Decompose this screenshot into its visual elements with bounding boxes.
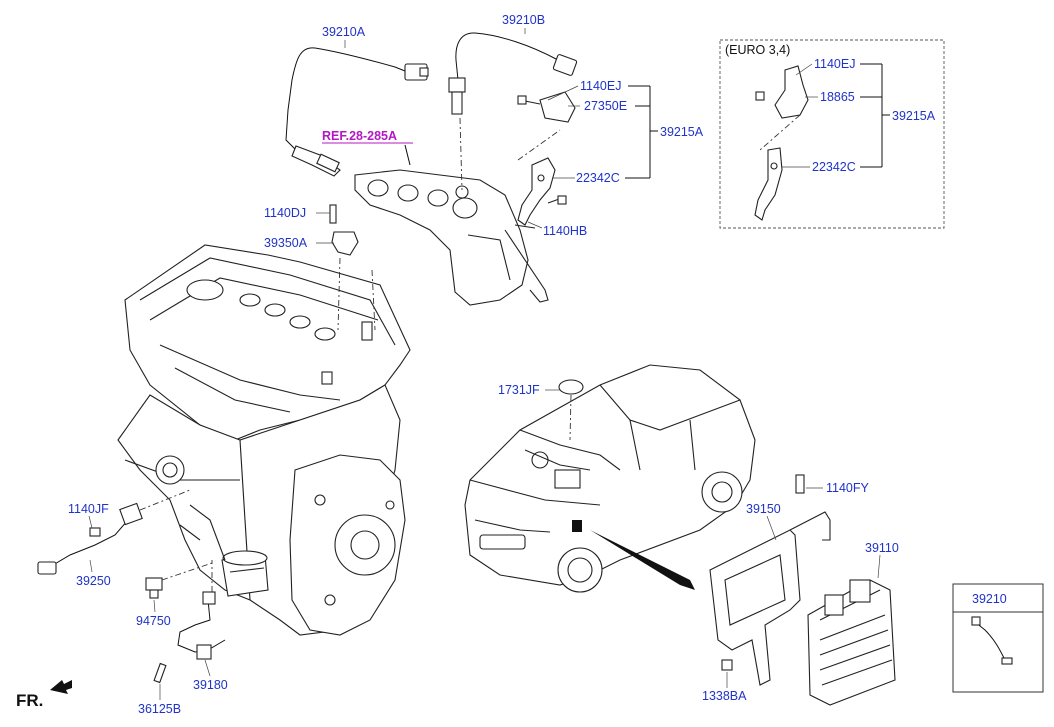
label-39180[interactable]: 39180	[193, 678, 228, 692]
map-sensor-39350a-drawing	[329, 204, 376, 331]
crank-sensor-39180-drawing	[177, 560, 226, 660]
label-39210b[interactable]: 39210B	[502, 13, 545, 27]
leader-lines	[88, 28, 890, 700]
front-view-label: FR.	[16, 691, 43, 710]
label-39215a[interactable]: 39215A	[660, 125, 704, 139]
oxygen-sensor-39210b-drawing	[448, 32, 578, 191]
bracket-27350e-drawing	[517, 91, 576, 123]
label-1140ej[interactable]: 1140EJ	[580, 79, 621, 93]
label-1140dj[interactable]: 1140DJ	[264, 206, 306, 220]
label-euro-18865[interactable]: 18865	[820, 90, 855, 104]
label-36125b[interactable]: 36125B	[138, 702, 181, 716]
euro-variant-box	[719, 39, 945, 229]
bracket-22342c-drawing	[517, 129, 567, 226]
label-euro-1140ej[interactable]: 1140EJ	[814, 57, 855, 71]
label-94750[interactable]: 94750	[136, 614, 171, 628]
oxygen-sensor-39210a-drawing	[285, 47, 429, 177]
label-39110[interactable]: 39110	[865, 541, 899, 555]
label-euro-22342c[interactable]: 22342C	[812, 160, 856, 174]
label-39250[interactable]: 39250	[76, 574, 111, 588]
knock-sensor-39250-drawing	[37, 489, 191, 575]
ecu-bracket-39150-drawing	[709, 474, 831, 686]
label-euro-39215a[interactable]: 39215A	[892, 109, 936, 123]
part-labels: 39210A 39210B 1140EJ 27350E 39215A 22342…	[16, 13, 1007, 716]
exhaust-manifold-drawing	[354, 169, 549, 306]
front-direction-indicator	[50, 680, 72, 694]
label-1338ba[interactable]: 1338BA	[702, 689, 747, 703]
label-1731jf[interactable]: 1731JF	[498, 383, 540, 397]
label-1140jf[interactable]: 1140JF	[68, 502, 109, 516]
euro-box-title: (EURO 3,4)	[725, 43, 790, 57]
label-27350e[interactable]: 27350E	[584, 99, 627, 113]
ecu-39110-drawing	[721, 579, 896, 706]
label-1140hb[interactable]: 1140HB	[543, 224, 587, 238]
label-1140fy[interactable]: 1140FY	[826, 481, 870, 495]
engine-assembly-drawing	[117, 244, 411, 636]
label-39350a[interactable]: 39350A	[264, 236, 308, 250]
label-39210a[interactable]: 39210A	[322, 25, 366, 39]
bolt-36125b-drawing	[153, 662, 167, 684]
label-39210[interactable]: 39210	[972, 592, 1007, 606]
oil-pressure-switch-94750-drawing	[145, 561, 216, 599]
sensor-39210-box	[952, 583, 1044, 693]
label-reference[interactable]: REF.28-285A	[322, 129, 397, 143]
label-22342c[interactable]: 22342C	[576, 171, 620, 185]
vehicle-drawing	[464, 364, 756, 593]
label-39150[interactable]: 39150	[746, 502, 781, 516]
